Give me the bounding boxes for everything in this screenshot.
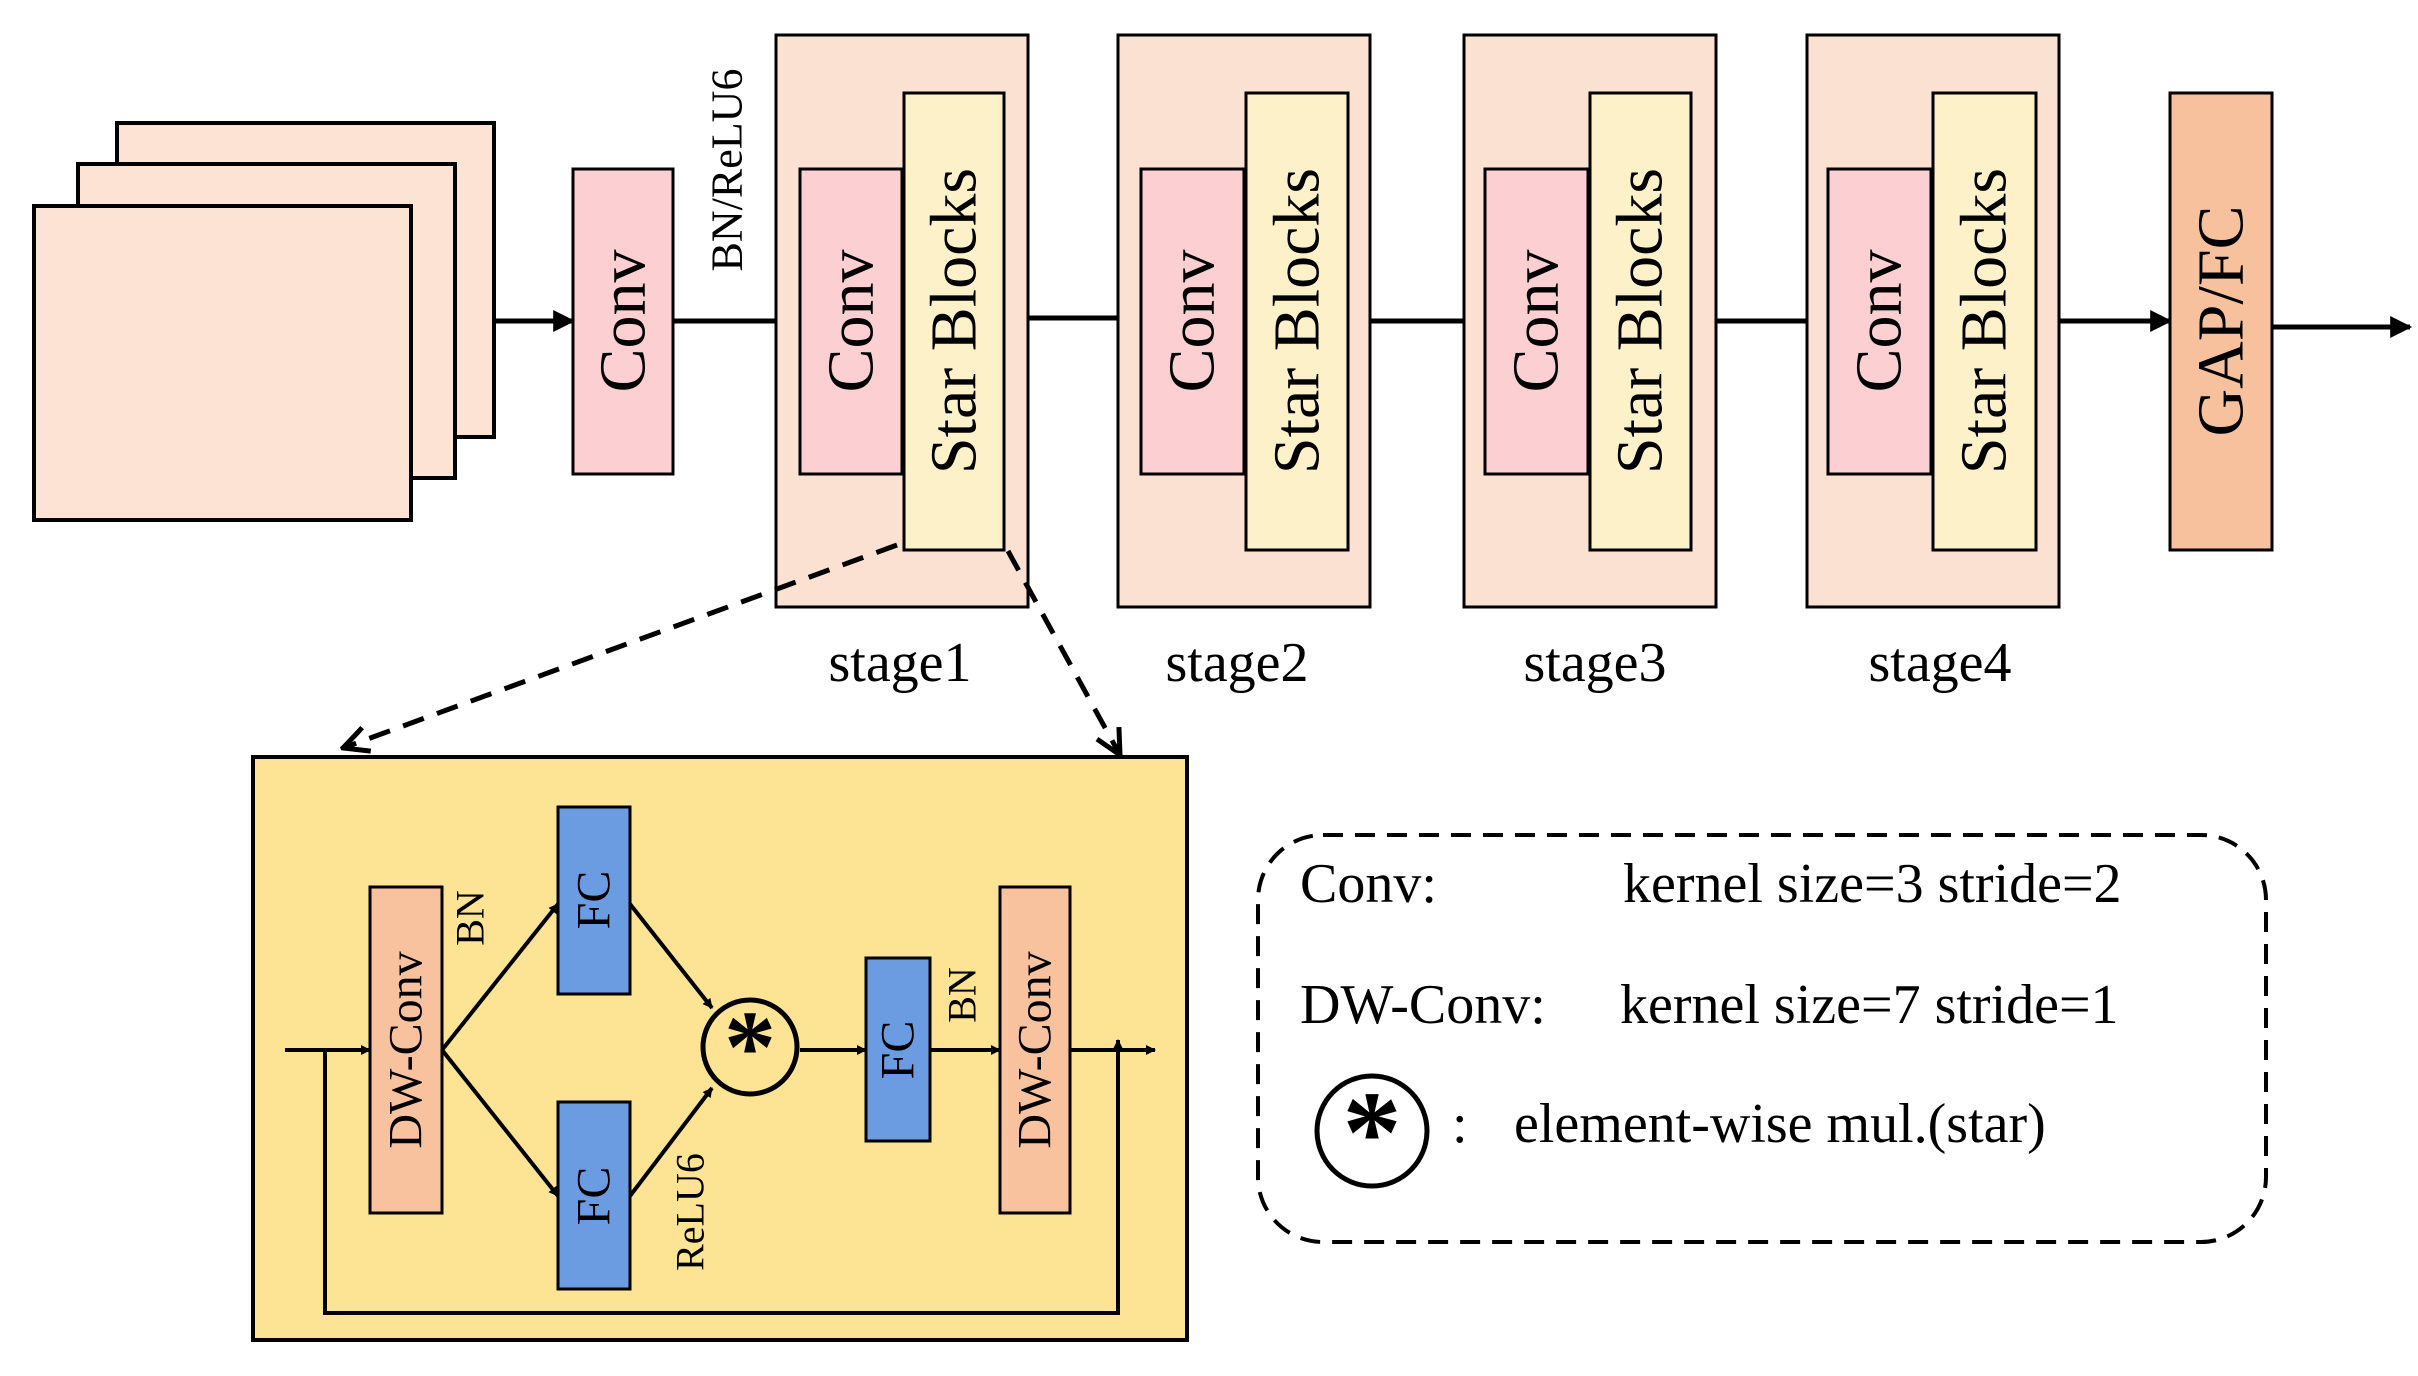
legend-star-desc: element-wise mul.(star) bbox=[1514, 1093, 2046, 1155]
relu6-label: ReLU6 bbox=[668, 1153, 713, 1271]
legend-star-icon: * bbox=[1314, 1067, 1430, 1198]
stage-2-conv-label: Conv bbox=[1156, 249, 1229, 392]
stem-conv-box bbox=[571, 167, 675, 476]
stem-activation-label: BN/ReLU6 bbox=[703, 69, 752, 272]
input-feature-stack bbox=[32, 121, 496, 522]
stage-1: Conv Star Blocks stage1 bbox=[774, 33, 1030, 694]
zoom-arrow-left bbox=[343, 542, 898, 748]
stage-3-conv-label: Conv bbox=[1500, 249, 1573, 392]
fc-upper-label: FC bbox=[568, 871, 621, 930]
bn-upper-label: BN bbox=[448, 890, 493, 946]
stem-conv: Conv bbox=[571, 167, 675, 476]
stage-3: Conv Star Blocks stage3 bbox=[1462, 33, 1718, 694]
legend: Conv: kernel size=3 stride=2 DW-Conv: ke… bbox=[1256, 833, 2268, 1244]
legend-star-separator: : bbox=[1452, 1093, 1468, 1155]
stage-3-star-blocks-label: Star Blocks bbox=[1604, 168, 1677, 474]
stage-1-star-blocks-label: Star Blocks bbox=[918, 168, 991, 474]
stage-4-conv-label: Conv bbox=[1843, 249, 1916, 392]
stage-2: Conv Star Blocks stage2 bbox=[1116, 33, 1372, 694]
stage-4-star-blocks-box bbox=[1931, 91, 2038, 552]
zoom-arrow-right bbox=[1005, 549, 1120, 755]
star-operator: * bbox=[700, 990, 800, 1105]
legend-box bbox=[1256, 833, 2268, 1244]
arrow-dwconv-to-fc-upper bbox=[440, 902, 560, 1052]
dwconv-in-box bbox=[368, 885, 444, 1215]
legend-dwconv-name: DW-Conv: bbox=[1300, 974, 1546, 1036]
fc-upper-box bbox=[556, 805, 632, 996]
zoom-arrows bbox=[343, 542, 1120, 755]
arrow-fc-lower-to-star bbox=[628, 1086, 714, 1198]
head-gap-fc-box bbox=[2168, 91, 2274, 552]
stem-conv-label: Conv bbox=[587, 249, 660, 392]
stage-1-star-blocks-box bbox=[902, 91, 1006, 552]
fc-lower-box bbox=[556, 1100, 632, 1291]
stage-2-name: stage2 bbox=[1165, 632, 1308, 694]
stage-2-star-blocks-label: Star Blocks bbox=[1261, 168, 1334, 474]
arrow-fc-upper-to-star bbox=[628, 902, 714, 1010]
head-gap-fc-label: GAP/FC bbox=[2185, 205, 2258, 436]
stage-1-conv-label: Conv bbox=[815, 249, 888, 392]
stage-2-star-blocks-box bbox=[1244, 91, 1350, 552]
stage-1-conv-box bbox=[798, 167, 904, 476]
stage-3-star-blocks-box bbox=[1588, 91, 1693, 552]
star-block-connections bbox=[285, 902, 1156, 1315]
fc-out-label: FC bbox=[872, 1021, 925, 1080]
arrow-dwconv-to-fc-lower bbox=[440, 1048, 560, 1198]
stage-4-name: stage4 bbox=[1868, 632, 2011, 694]
stage-4: Conv Star Blocks stage4 bbox=[1805, 33, 2061, 694]
head-gap-fc: GAP/FC bbox=[2168, 91, 2274, 552]
legend-star-circle bbox=[1314, 1073, 1430, 1189]
fc-lower-label: FC bbox=[568, 1167, 621, 1226]
stage-1-name: stage1 bbox=[828, 632, 971, 694]
stage-3-conv-box bbox=[1483, 167, 1590, 476]
stage-4-conv-box bbox=[1826, 167, 1933, 476]
input-sheet-front bbox=[32, 204, 413, 522]
dwconv-out-label: DW-Conv bbox=[1009, 951, 1062, 1148]
stage-4-star-blocks-label: Star Blocks bbox=[1948, 168, 2021, 474]
star-operator-symbol: * bbox=[724, 990, 776, 1105]
star-block-detail: DW-Conv BN FC FC ReLU6 * FC BN DW-Conv bbox=[251, 755, 1189, 1342]
star-operator-circle bbox=[700, 997, 800, 1097]
dwconv-in-label: DW-Conv bbox=[380, 951, 433, 1148]
stage-2-conv-box bbox=[1139, 167, 1246, 476]
dwconv-out-box bbox=[998, 885, 1072, 1215]
bn-out-label: BN bbox=[940, 967, 985, 1023]
fc-out-box bbox=[864, 956, 932, 1143]
residual-path bbox=[323, 1045, 1120, 1315]
legend-star-symbol: * bbox=[1343, 1067, 1402, 1198]
stage-3-name: stage3 bbox=[1523, 632, 1666, 694]
legend-conv-desc: kernel size=3 stride=2 bbox=[1623, 853, 2122, 915]
legend-dwconv-desc: kernel size=7 stride=1 bbox=[1620, 974, 2119, 1036]
legend-conv-name: Conv: bbox=[1300, 853, 1437, 915]
